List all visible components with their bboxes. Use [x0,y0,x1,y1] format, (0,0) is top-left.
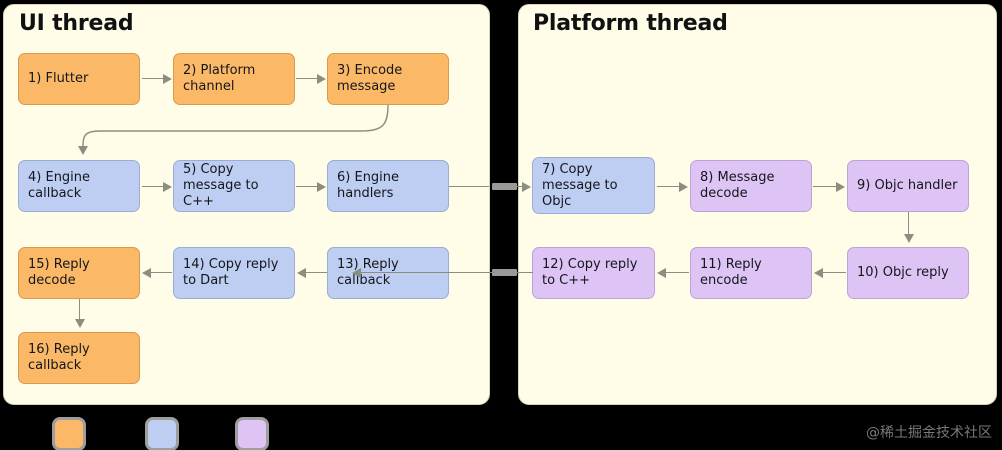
node-13-label-line-2: callback [337,273,391,288]
node-14-label-line-2: to Dart [183,273,229,288]
edge-8-to-9-arrowhead [836,182,845,192]
edge-9-to-10-arrowhead [904,234,914,243]
edge-3-to-4-curve [82,104,389,149]
node-11-label-line-2: encode [700,273,748,288]
node-2-label-line-2: channel [183,79,235,94]
node-16-label-line-1: 16) Reply [28,342,90,357]
node-10-objc-reply[interactable]: 10) Objc reply [847,247,969,299]
legend-swatch-orange [52,417,86,450]
edge-6-to-7-line-left [449,186,489,188]
node-6-label-line-1: 6) Engine [337,170,400,185]
edge-5-to-6-arrowhead [317,182,326,192]
node-12-label-line-2: to C++ [542,273,591,288]
node-8-message-decode[interactable]: 8) Message decode [690,160,812,212]
edge-12-to-13-line-right [513,272,533,274]
edge-7-to-8-line [657,186,680,188]
node-5-label-line-2: message to C++ [183,178,259,209]
watermark-text: @稀土掘金技术社区 [866,425,992,441]
node-8-label-line-2: decode [700,186,748,201]
node-4-label-line-2: callback [28,186,82,201]
edge-2-to-3-line [296,78,318,80]
node-14-label-line-1: 14) Copy reply [183,257,279,272]
node-7-label-line-2: message to [542,177,618,193]
node-5-label-line-1: 5) Copy [183,162,234,177]
node-11-reply-encode[interactable]: 11) Reply encode [690,247,812,299]
node-6-label-line-2: handlers [337,186,394,201]
edge-15-to-16-arrowhead [75,319,85,328]
edge-15-to-16-line [79,299,81,322]
edge-6-to-7-line-right [517,186,525,188]
node-8-label-line-1: 8) Message [700,170,775,185]
edge-4-to-5-line [142,186,164,188]
edge-4-to-5-arrowhead [163,182,172,192]
edge-12-to-13-arrowhead [352,268,361,278]
edge-14-to-15-line [150,272,172,274]
node-16-reply-callback[interactable]: 16) Reply callback [18,332,140,384]
lane-title-platform-thread: Platform thread [533,11,728,36]
node-16-label-line-2: callback [28,358,82,373]
node-1-label-line-1: 1) Flutter [28,71,89,86]
edge-9-to-10-line [908,212,910,237]
edge-8-to-9-line [813,186,837,188]
edge-5-to-6-line [296,186,318,188]
lane-title-ui-thread: UI thread [19,11,134,36]
edge-7-to-8-arrowhead [679,182,688,192]
node-15-label-line-2: decode [28,273,76,288]
edge-6-to-7-arrowhead [522,182,531,192]
edge-2-to-3-arrowhead [317,74,326,84]
node-3-label-line-2: message [337,79,396,94]
node-9-label-line-1: 9) Objc handler [857,178,958,193]
edge-11-to-12-arrowhead [657,268,666,278]
edge-14-to-15-arrowhead [142,268,151,278]
edge-10-to-11-arrowhead [814,268,823,278]
node-2-label-line-1: 2) Platform [183,63,256,78]
node-7-label-line-3: Objc [542,193,572,209]
node-3-label-line-1: 3) Encode [337,63,403,78]
node-14-copy-reply-to-dart[interactable]: 14) Copy reply to Dart [173,247,295,299]
node-5-copy-message-to-cpp[interactable]: 5) Copy message to C++ [173,160,295,212]
edge-12-to-13-gutter-bridge [492,269,517,276]
edge-11-to-12-line [665,272,689,274]
node-2-platform-channel[interactable]: 2) Platform channel [173,53,295,105]
edge-13-to-14-line [305,272,327,274]
edge-3-to-4-arrowhead [78,146,88,155]
node-15-reply-decode[interactable]: 15) Reply decode [18,247,140,299]
node-12-label-line-1: 12) Copy reply [542,257,638,272]
node-6-engine-handlers[interactable]: 6) Engine handlers [327,160,449,212]
edge-13-to-14-arrowhead [297,268,306,278]
node-9-objc-handler[interactable]: 9) Objc handler [847,160,969,212]
edge-1-to-2-line [142,78,164,80]
edge-1-to-2-arrowhead [163,74,172,84]
node-1-flutter[interactable]: 1) Flutter [18,53,140,105]
legend-swatch-purple [235,417,269,450]
node-3-encode-message[interactable]: 3) Encode message [327,53,449,105]
legend-swatch-blue [145,417,179,450]
edge-6-to-7-gutter-bridge [492,183,517,190]
node-11-label-line-1: 11) Reply [700,257,762,272]
edge-12-to-13-line-left [360,272,495,274]
node-12-copy-reply-to-cpp[interactable]: 12) Copy reply to C++ [532,247,655,299]
node-4-label-line-1: 4) Engine [28,170,91,185]
edge-10-to-11-line [822,272,846,274]
node-15-label-line-1: 15) Reply [28,257,90,272]
node-7-label-line-1: 7) Copy [542,161,593,177]
node-4-engine-callback[interactable]: 4) Engine callback [18,160,140,212]
node-10-label-line-1: 10) Objc reply [857,265,949,280]
node-13-label-line-1: 13) Reply [337,257,399,272]
node-7-copy-message-to-objc[interactable]: 7) Copy message to Objc [532,157,655,214]
